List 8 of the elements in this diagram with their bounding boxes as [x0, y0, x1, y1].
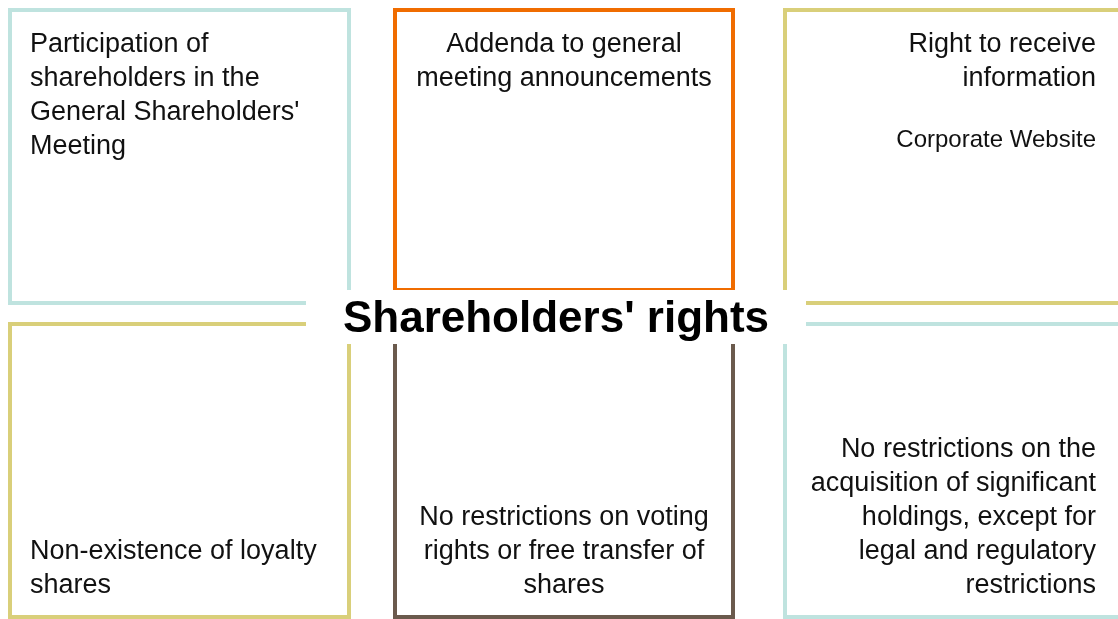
panel-heading: No restrictions on the acquisition of significant holdings, except for legal and regulatory restrictions — [809, 432, 1096, 601]
panel-heading: Addenda to general meeting announcements — [415, 27, 713, 94]
panel-note: Corporate Website — [895, 124, 1096, 154]
panel-heading: No restrictions on voting rights or free transfer of shares — [418, 500, 710, 601]
panel-heading: Right to receive information — [907, 27, 1096, 94]
panel-heading: Non-existence of loyalty shares — [30, 534, 318, 601]
diagram-title: Shareholders' rights — [306, 290, 806, 344]
panel-heading: Participation of shareholders in the General Shareholders' Meeting — [30, 27, 301, 162]
